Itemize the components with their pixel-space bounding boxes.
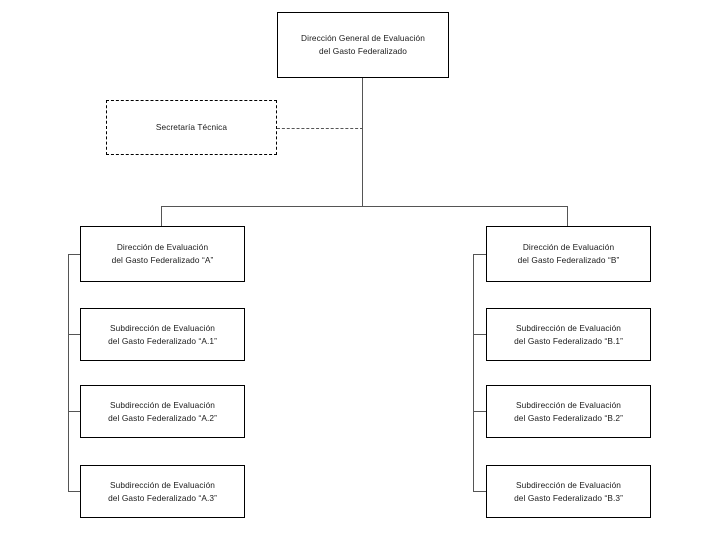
- node-subdireccion-a3-label: Subdirección de Evaluación del Gasto Fed…: [108, 479, 217, 503]
- node-subdireccion-a2[interactable]: Subdirección de Evaluación del Gasto Fed…: [80, 385, 245, 438]
- connector-distribution-bar: [161, 206, 567, 207]
- node-subdireccion-a1[interactable]: Subdirección de Evaluación del Gasto Fed…: [80, 308, 245, 361]
- connector-stub-subdireccion-b1: [473, 334, 487, 335]
- connector-stub-direccion-a: [68, 254, 81, 255]
- connector-drop-branch-b: [567, 206, 568, 226]
- connector-stub-direccion-b: [473, 254, 487, 255]
- node-subdireccion-a2-label: Subdirección de Evaluación del Gasto Fed…: [108, 399, 217, 423]
- connector-stub-subdireccion-b2: [473, 411, 487, 412]
- connector-trunk-vertical: [362, 78, 363, 207]
- node-direccion-general[interactable]: Dirección General de Evaluación del Gast…: [277, 12, 449, 78]
- node-subdireccion-b3-label: Subdirección de Evaluación del Gasto Fed…: [514, 479, 623, 503]
- connector-staff-dashed: [277, 128, 363, 129]
- node-direccion-b-label: Dirección de Evaluación del Gasto Federa…: [517, 242, 620, 265]
- node-subdireccion-a1-label: Subdirección de Evaluación del Gasto Fed…: [108, 322, 217, 346]
- node-subdireccion-b1-label: Subdirección de Evaluación del Gasto Fed…: [514, 322, 623, 346]
- node-subdireccion-b1[interactable]: Subdirección de Evaluación del Gasto Fed…: [486, 308, 651, 361]
- node-subdireccion-a3[interactable]: Subdirección de Evaluación del Gasto Fed…: [80, 465, 245, 518]
- connector-spine-branch-b: [473, 254, 474, 492]
- node-secretaria-tecnica-label: Secretaría Técnica: [155, 122, 228, 133]
- connector-drop-branch-a: [161, 206, 162, 226]
- node-direccion-a[interactable]: Dirección de Evaluación del Gasto Federa…: [80, 226, 245, 282]
- node-direccion-b[interactable]: Dirección de Evaluación del Gasto Federa…: [486, 226, 651, 282]
- node-subdireccion-b2-label: Subdirección de Evaluación del Gasto Fed…: [514, 399, 623, 423]
- connector-stub-subdireccion-b3: [473, 491, 487, 492]
- node-direccion-general-label: Dirección General de Evaluación del Gast…: [301, 33, 425, 56]
- connector-stub-subdireccion-a1: [68, 334, 81, 335]
- node-subdireccion-b3[interactable]: Subdirección de Evaluación del Gasto Fed…: [486, 465, 651, 518]
- connector-stub-subdireccion-a3: [68, 491, 81, 492]
- node-secretaria-tecnica[interactable]: Secretaría Técnica: [106, 100, 277, 155]
- node-direccion-a-label: Dirección de Evaluación del Gasto Federa…: [111, 242, 214, 265]
- connector-stub-subdireccion-a2: [68, 411, 81, 412]
- node-subdireccion-b2[interactable]: Subdirección de Evaluación del Gasto Fed…: [486, 385, 651, 438]
- connector-spine-branch-a: [68, 254, 69, 492]
